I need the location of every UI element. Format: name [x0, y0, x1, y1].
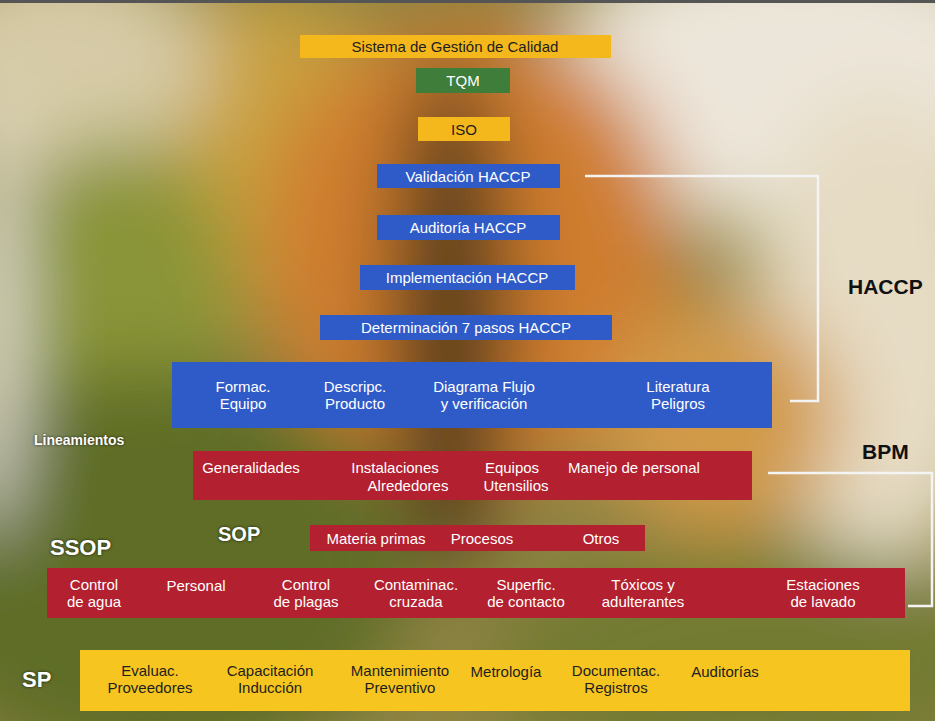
box-text: Contaminac. cruzada	[373, 576, 459, 610]
haccp-step-box: Determinación 7 pasos HACCP	[320, 315, 612, 340]
haccp-prerequisite-band: Formac. Equipo Descripc. Producto Diagrama…	[172, 362, 772, 428]
box-text: Otros	[582, 530, 620, 547]
box-text: Capacitación Inducción	[226, 662, 314, 696]
leaf-patch	[0, 100, 18, 540]
box-text: Tóxicos y adulterantes	[601, 576, 685, 610]
section-label: BPM	[862, 440, 909, 464]
box-text: Utensilios	[483, 477, 550, 494]
haccp-step-box: Implementación HACCP	[360, 265, 575, 290]
box-text: Superfic. de contacto	[487, 576, 566, 610]
sop-band: Materia primas Procesos Otros	[310, 525, 645, 551]
ssop-band: Control de agua Personal Control de plagas…	[47, 568, 905, 618]
box-text: Sistema de Gestión de Calidad	[351, 38, 559, 55]
section-label: Lineamientos	[34, 432, 124, 448]
sp-band: Evaluac. Proveedores Capacitación Inducci…	[80, 650, 910, 711]
box-text: Evaluac. Proveedores	[107, 662, 194, 696]
box-text: Documentac. Registros	[571, 662, 661, 696]
box-text: Generalidades	[202, 459, 301, 476]
box-text: Implementación HACCP	[385, 269, 549, 286]
box-text: Determinación 7 pasos HACCP	[360, 319, 572, 336]
box-text: Control de plagas	[273, 576, 340, 610]
box-text: Personal	[166, 577, 227, 594]
box-text: Literatura Peligros	[646, 378, 711, 412]
box-text: Metrología	[470, 663, 542, 680]
box-text: Procesos	[450, 530, 514, 547]
box-text: Formac. Equipo	[215, 378, 272, 412]
box-text: Descripc. Producto	[323, 378, 387, 412]
box-text: Auditorías	[691, 663, 760, 680]
box-text: Estaciones de lavado	[786, 576, 861, 610]
section-label: SP	[22, 667, 51, 692]
box-text: Validación HACCP	[405, 168, 531, 185]
box-text: Equipos	[484, 459, 540, 476]
box-text: Diagrama Flujo y verificación	[433, 378, 536, 412]
quality-system-box: Sistema de Gestión de Calidad	[300, 35, 611, 58]
tqm-box: TQM	[416, 68, 510, 93]
bpm-guidelines-band: Generalidades Instalaciones Equipos Manejo …	[193, 451, 752, 500]
top-rule	[0, 0, 935, 3]
section-label: SSOP	[50, 535, 111, 560]
box-text: Control de agua	[66, 576, 122, 610]
section-label: HACCP	[848, 275, 923, 299]
box-text: Alrededores	[367, 477, 449, 494]
box-text: Materia primas	[326, 530, 427, 547]
haccp-step-box: Auditoría HACCP	[377, 215, 560, 240]
box-text: Manejo de personal	[568, 459, 701, 476]
iso-box: ISO	[418, 117, 510, 141]
section-label: SOP	[218, 523, 260, 546]
haccp-step-box: Validación HACCP	[377, 164, 560, 188]
box-text: Auditoría HACCP	[409, 219, 527, 236]
box-text: TQM	[446, 72, 481, 89]
box-text: Mantenimiento Preventivo	[350, 662, 450, 696]
box-text: Instalaciones	[351, 459, 440, 476]
box-text: ISO	[451, 121, 478, 138]
